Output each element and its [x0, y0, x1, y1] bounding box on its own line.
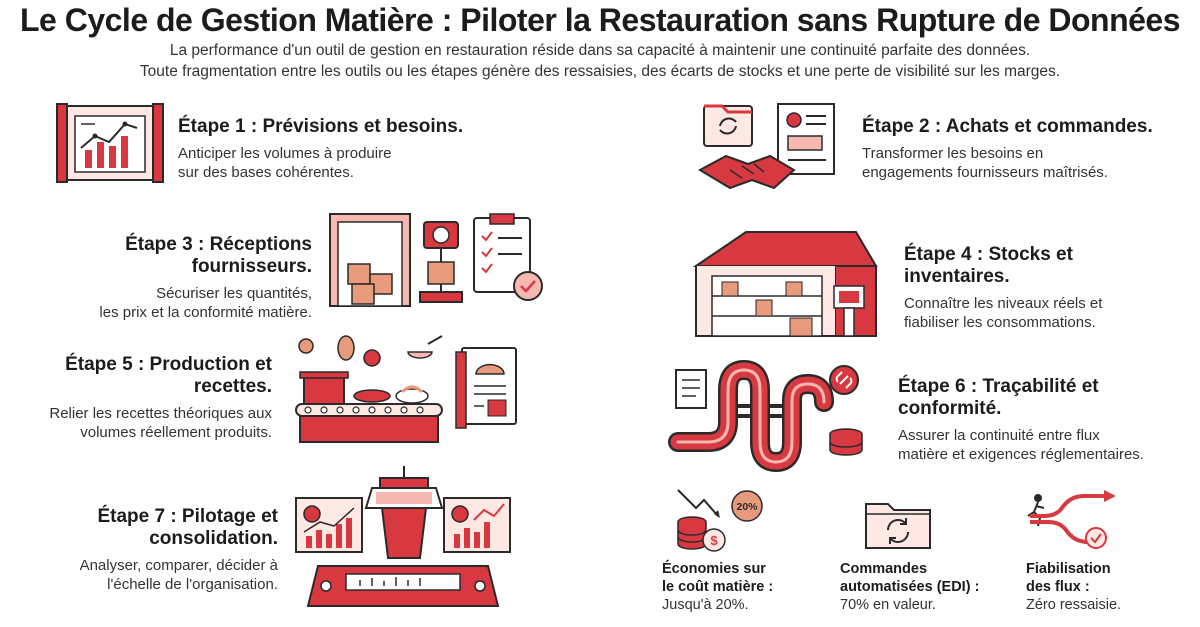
- purchase-handshake-icon: [697, 103, 835, 190]
- step-6-desc-line-2: matière et exigences réglementaires.: [898, 446, 1144, 463]
- step-4: Étape 4 : Stocks et inventaires. Connaît…: [904, 244, 1194, 332]
- step-7: Étape 7 : Pilotage et consolidation. Ana…: [0, 506, 278, 594]
- step-7-title-line-2: consolidation.: [149, 528, 278, 549]
- kpi-cost-savings-title: Économies sur le coût matière :: [662, 560, 812, 596]
- kpi-edi-orders-title-line-1: Commandes: [840, 561, 928, 577]
- step-1-desc-line-1: Anticiper les volumes à produire: [178, 145, 392, 162]
- kpi-cost-savings-title-line-2: le coût matière :: [662, 579, 774, 595]
- step-6-desc: Assurer la continuité entre flux matière…: [898, 426, 1194, 464]
- step-2-title: Étape 2 : Achats et commandes.: [862, 116, 1153, 137]
- step-3-desc-line-2: les prix et la conformité matière.: [99, 304, 312, 321]
- step-2-desc-line-2: engagements fournisseurs maîtrisés.: [862, 164, 1108, 181]
- step-2-desc-line-1: Transformer les besoins en: [862, 145, 1044, 162]
- step-4-title-line-1: Étape 4 : Stocks et: [904, 244, 1073, 265]
- kpi-edi-orders-value: 70% en valeur.: [840, 597, 936, 613]
- step-6-title-line-2: conformité.: [898, 398, 1002, 419]
- step-4-title-line-2: inventaires.: [904, 266, 1010, 287]
- intro-text: La performance d'un outil de gestion en …: [0, 40, 1200, 82]
- kpi-edi-orders-title-line-2: automatisées (EDI) :: [840, 579, 980, 595]
- step-5-desc-line-1: Relier les recettes théoriques aux: [49, 405, 272, 422]
- step-4-desc-line-2: fiabiliser les consommations.: [904, 314, 1096, 331]
- step-2: Étape 2 : Achats et commandes. Transform…: [862, 116, 1192, 182]
- kpi-cost-savings: Économies sur le coût matière : Jusqu'à …: [662, 560, 812, 614]
- flow-reliability-icon: [1027, 490, 1116, 549]
- traceability-flow-icon: [668, 359, 863, 473]
- forecast-chart-icon: [56, 103, 164, 183]
- step-3: Étape 3 : Réceptions fournisseurs. Sécur…: [0, 234, 312, 322]
- intro-line-1: La performance d'un outil de gestion en …: [169, 42, 1031, 59]
- kpi-flow-reliability-value: Zéro ressaisie.: [1026, 597, 1122, 613]
- kpi-cost-savings-title-line-1: Économies sur: [662, 561, 766, 577]
- step-3-desc-line-1: Sécuriser les quantités,: [156, 285, 312, 302]
- step-4-desc: Connaître les niveaux réels et fiabilise…: [904, 294, 1194, 332]
- step-4-title: Étape 4 : Stocks et inventaires.: [904, 244, 1194, 288]
- step-6-desc-line-1: Assurer la continuité entre flux: [898, 427, 1100, 444]
- step-5-title-line-1: Étape 5 : Production et: [65, 354, 272, 375]
- step-7-desc: Analyser, comparer, décider à l'échelle …: [0, 556, 278, 594]
- savings-badge: 20%: [736, 501, 758, 513]
- step-1-desc-line-2: sur des bases cohérentes.: [178, 164, 354, 181]
- kpi-edi-orders: Commandes automatisées (EDI) : 70% en va…: [840, 560, 1010, 614]
- step-5-title-line-2: recettes.: [193, 376, 272, 397]
- production-line-icon: [295, 335, 517, 443]
- kpi-cost-savings-value: Jusqu'à 20%.: [662, 597, 749, 613]
- warehouse-stock-icon: [692, 231, 878, 337]
- kpi-flow-reliability: Fiabilisation des flux : Zéro ressaisie.: [1026, 560, 1196, 614]
- reception-dock-icon: [329, 213, 543, 307]
- step-3-desc: Sécuriser les quantités, les prix et la …: [0, 284, 312, 322]
- step-1-desc: Anticiper les volumes à produire sur des…: [178, 144, 598, 182]
- step-5-desc-line-2: volumes réellement produits.: [80, 424, 272, 441]
- step-3-title: Étape 3 : Réceptions fournisseurs.: [125, 234, 312, 277]
- step-6-title: Étape 6 : Traçabilité et conformité.: [898, 376, 1194, 420]
- step-7-title: Étape 7 : Pilotage et consolidation.: [0, 506, 278, 550]
- intro-line-2: Toute fragmentation entre les outils ou …: [139, 63, 1061, 80]
- step-6-title-line-1: Étape 6 : Traçabilité et: [898, 376, 1099, 397]
- kpi-edi-orders-title: Commandes automatisées (EDI) :: [840, 560, 1010, 596]
- automated-orders-folder-icon: [865, 503, 931, 549]
- step-1: Étape 1 : Prévisions et besoins. Anticip…: [178, 116, 598, 182]
- control-tower-dashboard-icon: [295, 466, 511, 607]
- step-4-desc-line-1: Connaître les niveaux réels et: [904, 295, 1103, 312]
- step-5-title: Étape 5 : Production et recettes.: [0, 354, 272, 398]
- step-1-title: Étape 1 : Prévisions et besoins.: [178, 116, 464, 137]
- step-6: Étape 6 : Traçabilité et conformité. Ass…: [898, 376, 1194, 464]
- kpi-flow-reliability-title-line-1: Fiabilisation: [1026, 561, 1111, 577]
- step-7-desc-line-1: Analyser, comparer, décider à: [79, 557, 278, 574]
- page-title: Le Cycle de Gestion Matière : Piloter la…: [19, 2, 1181, 38]
- step-7-title-line-1: Étape 7 : Pilotage et: [97, 506, 278, 527]
- step-2-desc: Transformer les besoins en engagements f…: [862, 144, 1192, 182]
- cost-savings-coins-icon: $ 20%: [677, 489, 763, 552]
- step-7-desc-line-2: l'échelle de l'organisation.: [107, 576, 278, 593]
- step-5: Étape 5 : Production et recettes. Relier…: [0, 354, 272, 442]
- kpi-flow-reliability-title: Fiabilisation des flux :: [1026, 560, 1196, 596]
- kpi-flow-reliability-title-line-2: des flux :: [1026, 579, 1090, 595]
- step-5-desc: Relier les recettes théoriques aux volum…: [0, 404, 272, 442]
- svg-text:$: $: [710, 533, 718, 548]
